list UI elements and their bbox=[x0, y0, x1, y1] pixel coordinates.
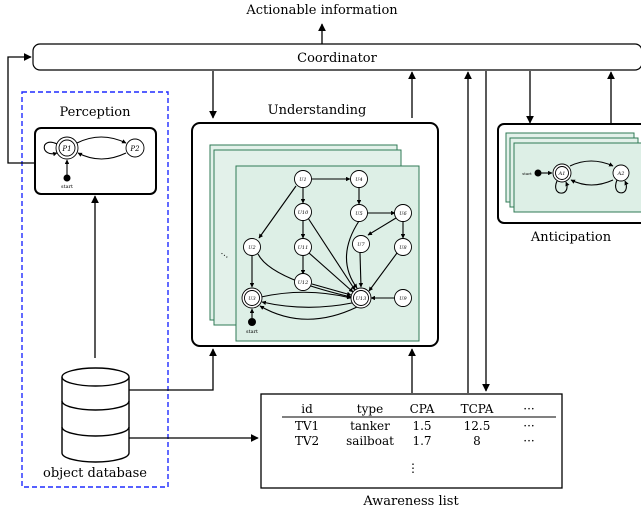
state-u4: U4 bbox=[355, 177, 362, 183]
coordinator-box bbox=[32, 43, 641, 71]
start-label-understanding: start bbox=[246, 329, 258, 335]
cell-r1-more: ··· bbox=[523, 419, 534, 433]
object-database-icon bbox=[61, 367, 130, 463]
actionable-information-label: Actionable information bbox=[245, 3, 398, 18]
col-header-tcpa: TCPA bbox=[461, 402, 494, 416]
state-u2: U2 bbox=[248, 245, 255, 251]
state-u3: U3 bbox=[248, 296, 255, 302]
rows-continue: ⋮ bbox=[407, 461, 419, 475]
understanding-automaton: U1 U4 U10 U5 U6 U2 U11 U7 U8 U12 U3 U13 … bbox=[241, 170, 412, 335]
understanding-layer-1 bbox=[235, 165, 420, 342]
col-header-id: id bbox=[301, 402, 313, 416]
state-a2: A2 bbox=[617, 171, 625, 177]
state-u10: U10 bbox=[298, 210, 309, 216]
cell-r2-id: TV2 bbox=[295, 434, 319, 448]
col-header-cpa: CPA bbox=[410, 402, 435, 416]
cell-r1-id: TV1 bbox=[295, 419, 319, 433]
state-a1: A1 bbox=[558, 171, 566, 177]
state-u5: U5 bbox=[355, 211, 362, 217]
col-header-type: type bbox=[357, 402, 383, 416]
understanding-title: Understanding bbox=[268, 103, 367, 118]
object-database-label: object database bbox=[43, 466, 147, 481]
cell-r1-tcpa: 12.5 bbox=[464, 419, 491, 433]
perception-group bbox=[21, 91, 169, 488]
state-u6: U6 bbox=[399, 211, 407, 217]
awareness-list-box bbox=[260, 393, 563, 489]
state-u13: U13 bbox=[356, 296, 367, 302]
cell-r2-more: ··· bbox=[523, 434, 534, 448]
state-u1: U1 bbox=[299, 177, 306, 183]
cell-r2-type: sailboat bbox=[346, 434, 394, 448]
state-p2: P2 bbox=[129, 145, 140, 153]
start-label-anticipation: start bbox=[522, 171, 532, 176]
perception-to-coordinator bbox=[7, 53, 35, 164]
state-u7: U7 bbox=[357, 242, 365, 248]
cell-r2-cpa: 1.7 bbox=[412, 434, 431, 448]
col-header-more: ··· bbox=[523, 402, 534, 416]
anticipation-title: Anticipation bbox=[530, 230, 612, 245]
state-p1: P1 bbox=[61, 145, 71, 153]
cell-r1-type: tanker bbox=[350, 419, 390, 433]
start-label: start bbox=[61, 184, 73, 190]
awareness-list-label: Awareness list bbox=[362, 494, 459, 509]
db-to-understanding bbox=[129, 348, 217, 391]
cell-r1-cpa: 1.5 bbox=[412, 419, 431, 433]
perception-box bbox=[34, 127, 157, 195]
state-u11: U11 bbox=[298, 245, 309, 251]
anticipation-automaton: A1 A2 start bbox=[522, 160, 630, 194]
cell-r2-tcpa: 8 bbox=[473, 434, 481, 448]
state-u12: U12 bbox=[298, 280, 309, 286]
state-u9: U9 bbox=[399, 296, 407, 302]
perception-title: Perception bbox=[60, 105, 132, 120]
state-u8: U8 bbox=[399, 245, 406, 251]
awareness-table: id type CPA TCPA ··· TV1 tanker 1.5 12.5… bbox=[295, 402, 535, 475]
perception-automaton: P1 P2 start bbox=[43, 136, 145, 190]
coordinator-label: Coordinator bbox=[297, 51, 377, 66]
